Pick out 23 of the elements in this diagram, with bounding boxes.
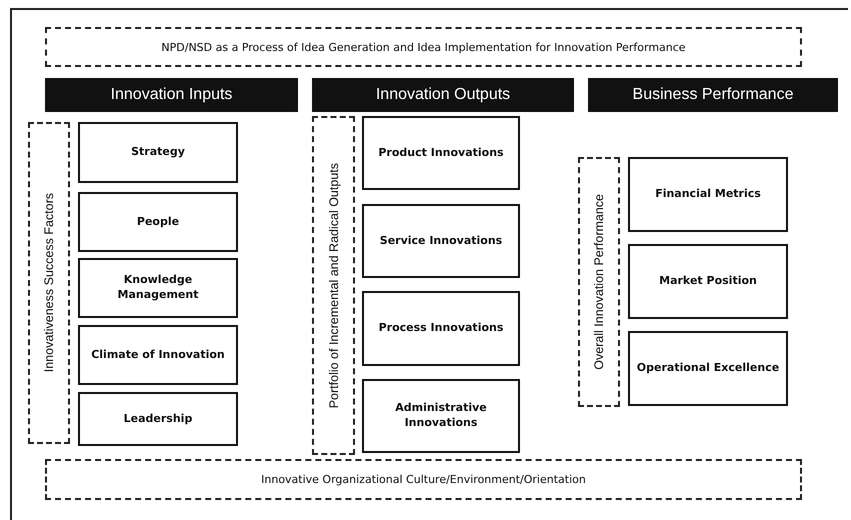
factor-box: Leadership <box>78 392 238 446</box>
column-header: Business Performance <box>588 78 838 112</box>
panel-label: Innovativeness Success Factors <box>42 193 56 373</box>
factor-box: People <box>78 192 238 252</box>
column-header: Innovation Inputs <box>45 78 298 112</box>
dashed-side-panel <box>28 122 70 444</box>
column-header: Innovation Outputs <box>312 78 574 112</box>
factor-box: Strategy <box>78 122 238 183</box>
factor-box: Operational Excellence <box>628 331 788 406</box>
factor-box: Climate of Innovation <box>78 325 238 385</box>
panel-label: Overall Innovation Performance <box>592 194 606 370</box>
factor-box: Financial Metrics <box>628 157 788 232</box>
panel-label: Portfolio of Incremental and Radical Outputs <box>326 162 340 408</box>
factor-box: Market Position <box>628 244 788 319</box>
factor-box: Product Innovations <box>362 116 520 190</box>
factor-box: Administrative Innovations <box>362 379 520 453</box>
dashed-side-panel <box>578 157 620 407</box>
factor-box: Process Innovations <box>362 291 520 366</box>
dashed-banner: Innovative Organizational Culture/Environment/Orientation <box>45 459 802 500</box>
dashed-banner: NPD/NSD as a Process of Idea Generation and Idea Implementation for Innovation Performance <box>45 27 802 67</box>
factor-box: Knowledge Management <box>78 258 238 318</box>
dashed-side-panel <box>312 116 355 455</box>
factor-box: Service Innovations <box>362 204 520 278</box>
